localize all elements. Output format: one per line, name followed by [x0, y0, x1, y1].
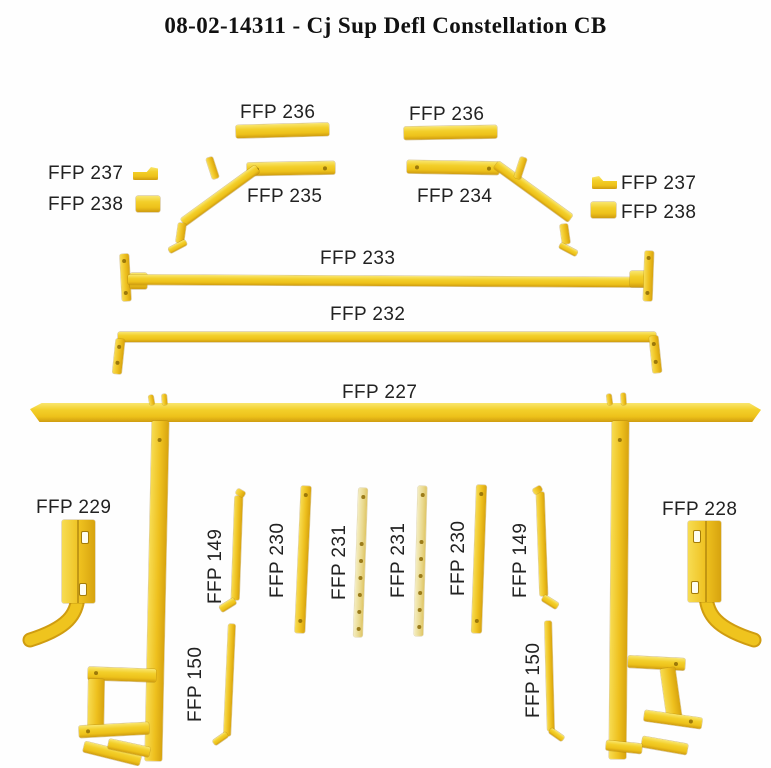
ffp236-right-label: FFP 236 [409, 104, 485, 125]
ffp227-label: FFP 227 [342, 382, 418, 403]
ffp227-right-foot [641, 736, 689, 755]
ffp234-label: FFP 234 [417, 186, 493, 207]
ffp232-bar [118, 332, 656, 342]
ffp230-right-label: FFP 230 [448, 520, 469, 596]
ffp150-left-label: FFP 150 [185, 646, 206, 722]
ffp235-bar [246, 161, 336, 176]
ffp233-bar [127, 274, 653, 288]
ffp232-right-leg [649, 335, 662, 374]
ffp227-left-tick-2 [161, 393, 168, 406]
ffp150-right-foot [548, 727, 565, 742]
ffp238-left-part [136, 196, 160, 212]
ffp236-left-part [235, 122, 330, 139]
ffp235-label: FFP 235 [247, 186, 323, 207]
ffp230-right-part [471, 484, 487, 634]
ffp235-prong [205, 156, 220, 180]
ffp238-right-part [591, 202, 616, 218]
ffp149-left-label: FFP 149 [205, 528, 226, 604]
ffp227-right-bracket-upper-arm [627, 655, 686, 671]
ffp227-right-post [609, 420, 629, 760]
ffp237-right-part [592, 176, 617, 189]
ffp233-right-plate [643, 250, 654, 302]
page-title: 08-02-14311 - Cj Sup Defl Constellation … [164, 13, 607, 38]
ffp231-left-part [353, 487, 368, 638]
ffp231-right-label: FFP 231 [388, 522, 409, 598]
ffp231-right-part [414, 485, 427, 637]
ffp150-left-foot [212, 731, 229, 746]
ffp230-left-part [294, 485, 312, 634]
ffp149-right-label: FFP 149 [510, 522, 531, 598]
ffp233-label: FFP 233 [320, 248, 396, 269]
ffp237-left-part [133, 167, 158, 180]
ffp150-right-part [544, 620, 555, 732]
ffp227-main-bar [30, 403, 761, 422]
ffp228-hook [698, 588, 762, 648]
ffp229-plate [62, 520, 95, 603]
ffp236-right-part [403, 125, 498, 140]
ffp234-diagonal [493, 160, 574, 223]
ffp228-label: FFP 228 [662, 499, 738, 520]
ffp228-plate [688, 521, 721, 602]
ffp227-right-tick-1 [606, 393, 613, 406]
ffp236-left-label: FFP 236 [240, 102, 316, 123]
ffp229-label: FFP 229 [36, 497, 112, 518]
ffp227-right-tick-2 [620, 392, 627, 406]
ffp232-left-leg [112, 338, 125, 375]
ffp237-right-label: FFP 237 [621, 173, 697, 194]
ffp237-left-label: FFP 237 [48, 163, 124, 184]
ffp149-left-part [231, 495, 243, 601]
ffp149-right-part [536, 491, 548, 597]
ffp231-left-label: FFP 231 [329, 524, 350, 600]
ffp230-left-label: FFP 230 [267, 522, 288, 598]
ffp234-foot [558, 242, 579, 257]
ffp227-left-tick-1 [148, 394, 155, 406]
ffp238-left-label: FFP 238 [48, 194, 124, 215]
ffp238-right-label: FFP 238 [621, 202, 697, 223]
ffp149-right-foot [541, 594, 560, 610]
ffp150-right-label: FFP 150 [523, 642, 544, 718]
ffp232-label: FFP 232 [330, 304, 406, 325]
ffp234-bar [406, 160, 500, 175]
ffp234-prong [513, 156, 528, 180]
ffp150-left-part [223, 623, 236, 737]
ffp227-left-post [144, 420, 169, 762]
ffp234-shank [559, 223, 571, 245]
ffp227-left-bracket-lower-arm [78, 722, 150, 738]
